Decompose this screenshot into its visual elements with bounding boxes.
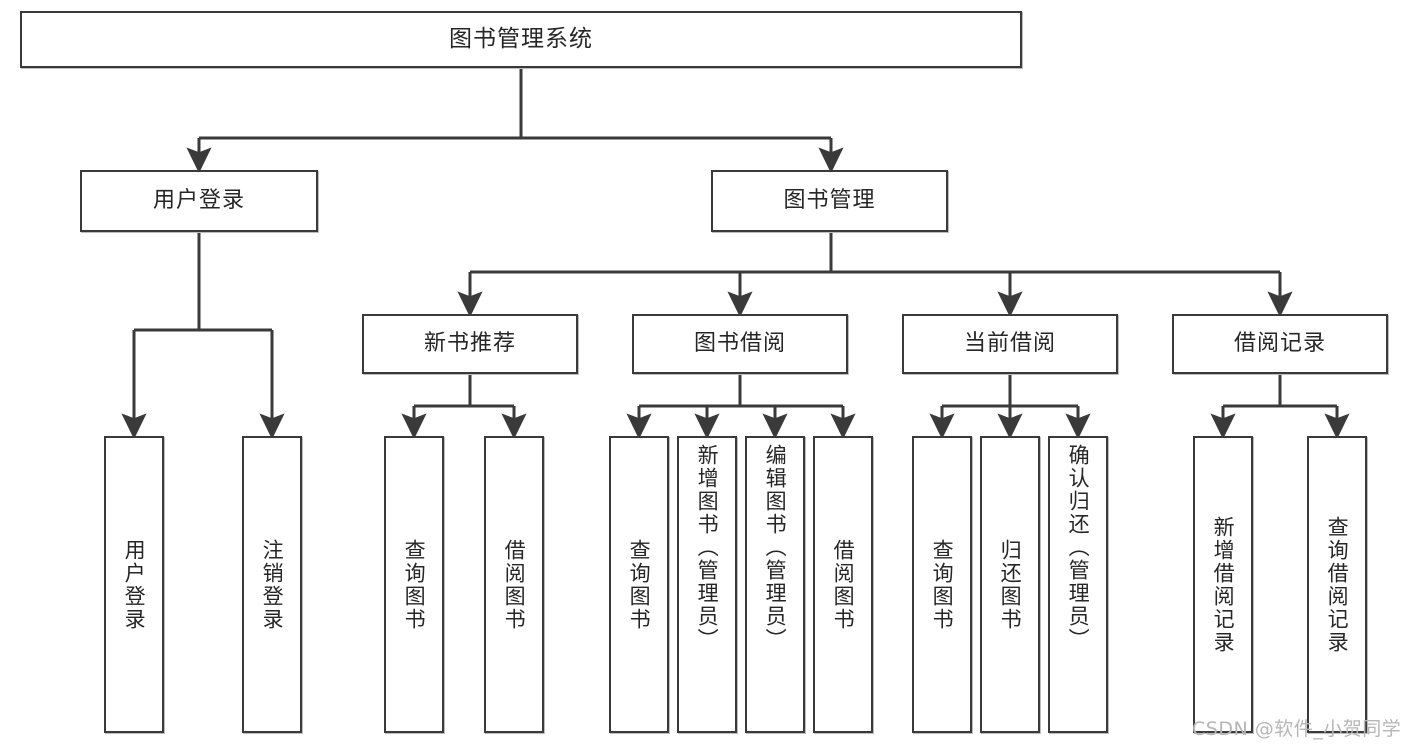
- leaf-user-login-login[interactable]: 用户登录: [104, 436, 164, 733]
- node-root-system[interactable]: 图书管理系统: [20, 11, 1022, 68]
- csdn-watermark: CSDN @软件_小贺同学: [1192, 718, 1402, 740]
- node-borrow-record[interactable]: 借阅记录: [1172, 314, 1388, 374]
- leaf-label: 借阅图书: [831, 538, 856, 631]
- leaf-book-borrow-add[interactable]: 新增图书（管理员）: [677, 436, 737, 733]
- leaf-user-login-logout[interactable]: 注销登录: [242, 436, 302, 733]
- node-user-login[interactable]: 用户登录: [80, 170, 318, 232]
- leaf-borrow-record-add[interactable]: 新增借阅记录: [1193, 436, 1253, 733]
- leaf-book-borrow-borrow[interactable]: 借阅图书: [813, 436, 873, 733]
- node-current-borrow[interactable]: 当前借阅: [902, 314, 1118, 374]
- leaf-label: 编辑图书（管理员）: [763, 444, 788, 651]
- leaf-new-book-borrow[interactable]: 借阅图书: [484, 436, 544, 733]
- node-new-book-recommend[interactable]: 新书推荐: [362, 314, 578, 374]
- leaf-label: 确认归还（管理员）: [1066, 444, 1091, 651]
- leaf-label: 用户登录: [122, 538, 147, 631]
- leaf-borrow-record-query[interactable]: 查询借阅记录: [1307, 436, 1367, 733]
- node-book-management[interactable]: 图书管理: [711, 170, 948, 232]
- node-book-borrow[interactable]: 图书借阅: [632, 314, 848, 374]
- leaf-label: 归还图书: [998, 538, 1023, 631]
- leaf-book-borrow-query[interactable]: 查询图书: [609, 436, 669, 733]
- leaf-current-borrow-return[interactable]: 归还图书: [980, 436, 1040, 733]
- leaf-label: 新增图书（管理员）: [695, 444, 720, 651]
- leaf-current-borrow-query[interactable]: 查询图书: [912, 436, 972, 733]
- leaf-label: 借阅图书: [502, 538, 527, 631]
- leaf-new-book-query[interactable]: 查询图书: [384, 436, 444, 733]
- leaf-label: 查询借阅记录: [1325, 515, 1350, 654]
- leaf-label: 查询图书: [402, 538, 427, 631]
- leaf-label: 新增借阅记录: [1211, 515, 1236, 654]
- leaf-label: 查询图书: [627, 538, 652, 631]
- leaf-label: 注销登录: [260, 538, 285, 631]
- leaf-label: 查询图书: [930, 538, 955, 631]
- leaf-book-borrow-edit[interactable]: 编辑图书（管理员）: [745, 436, 805, 733]
- leaf-current-borrow-confirm-return[interactable]: 确认归还（管理员）: [1048, 436, 1108, 733]
